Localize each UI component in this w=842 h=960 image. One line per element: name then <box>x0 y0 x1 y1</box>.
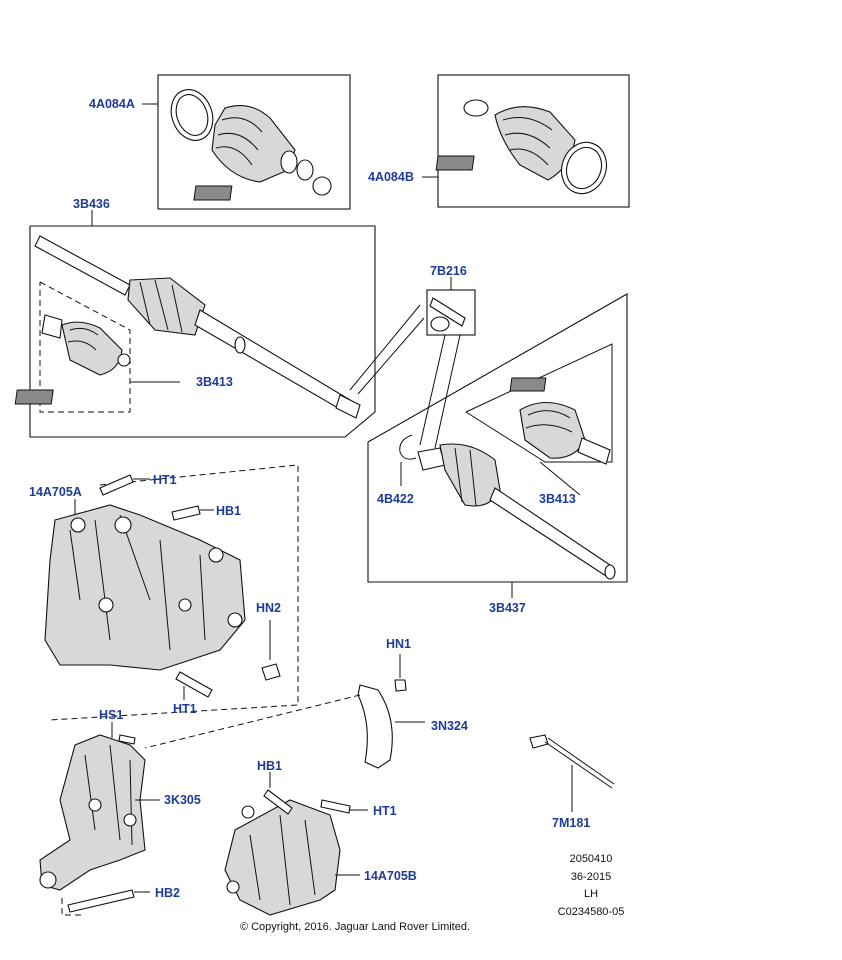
reference-side: LH <box>584 888 598 900</box>
callout-hn2[interactable]: HN2 <box>256 601 281 615</box>
callout-7m181[interactable]: 7M181 <box>552 816 590 830</box>
strap-group <box>144 654 425 769</box>
callout-hb2[interactable]: HB2 <box>155 886 180 900</box>
callout-3n324[interactable]: 3N324 <box>431 719 468 733</box>
callout-hs1[interactable]: HS1 <box>99 708 123 722</box>
callout-hb1-top[interactable]: HB1 <box>216 504 241 518</box>
support-bracket-group <box>39 722 160 916</box>
copyright-notice: © Copyright, 2016. Jaguar Land Rover Lim… <box>240 921 470 933</box>
seal-kit-group <box>419 277 476 449</box>
callout-hn1[interactable]: HN1 <box>386 637 411 651</box>
callout-3b413-rh[interactable]: 3B413 <box>539 492 576 506</box>
callout-3k305[interactable]: 3K305 <box>164 793 201 807</box>
cable-tie-group <box>529 734 615 812</box>
callout-3b413-lh[interactable]: 3B413 <box>196 375 233 389</box>
callout-4b422[interactable]: 4B422 <box>377 492 414 506</box>
reference-date: 36-2015 <box>571 871 611 883</box>
halfshaft-rh-group <box>367 293 628 598</box>
callout-3b437[interactable]: 3B437 <box>489 601 526 615</box>
bracket-b-group <box>224 772 368 916</box>
callout-hb1-bottom[interactable]: HB1 <box>257 759 282 773</box>
callout-14a705a[interactable]: 14A705A <box>29 485 82 499</box>
callout-ht1-top[interactable]: HT1 <box>153 473 177 487</box>
boot-kit-b-group <box>422 74 630 208</box>
callout-7b216[interactable]: 7B216 <box>430 264 467 278</box>
callout-4a084b[interactable]: 4A084B <box>368 170 414 184</box>
reference-number: 2050410 <box>570 853 613 865</box>
callout-ht1-right[interactable]: HT1 <box>373 804 397 818</box>
halfshaft-lh-group <box>14 210 425 438</box>
reference-code: C0234580-05 <box>558 906 625 918</box>
boot-kit-a-group <box>142 74 351 210</box>
callout-4a084a[interactable]: 4A084A <box>89 97 135 111</box>
callout-ht1-bottom[interactable]: HT1 <box>173 702 197 716</box>
callout-14a705b[interactable]: 14A705B <box>364 869 417 883</box>
bracket-a-group <box>44 464 299 721</box>
callout-3b436[interactable]: 3B436 <box>73 197 110 211</box>
